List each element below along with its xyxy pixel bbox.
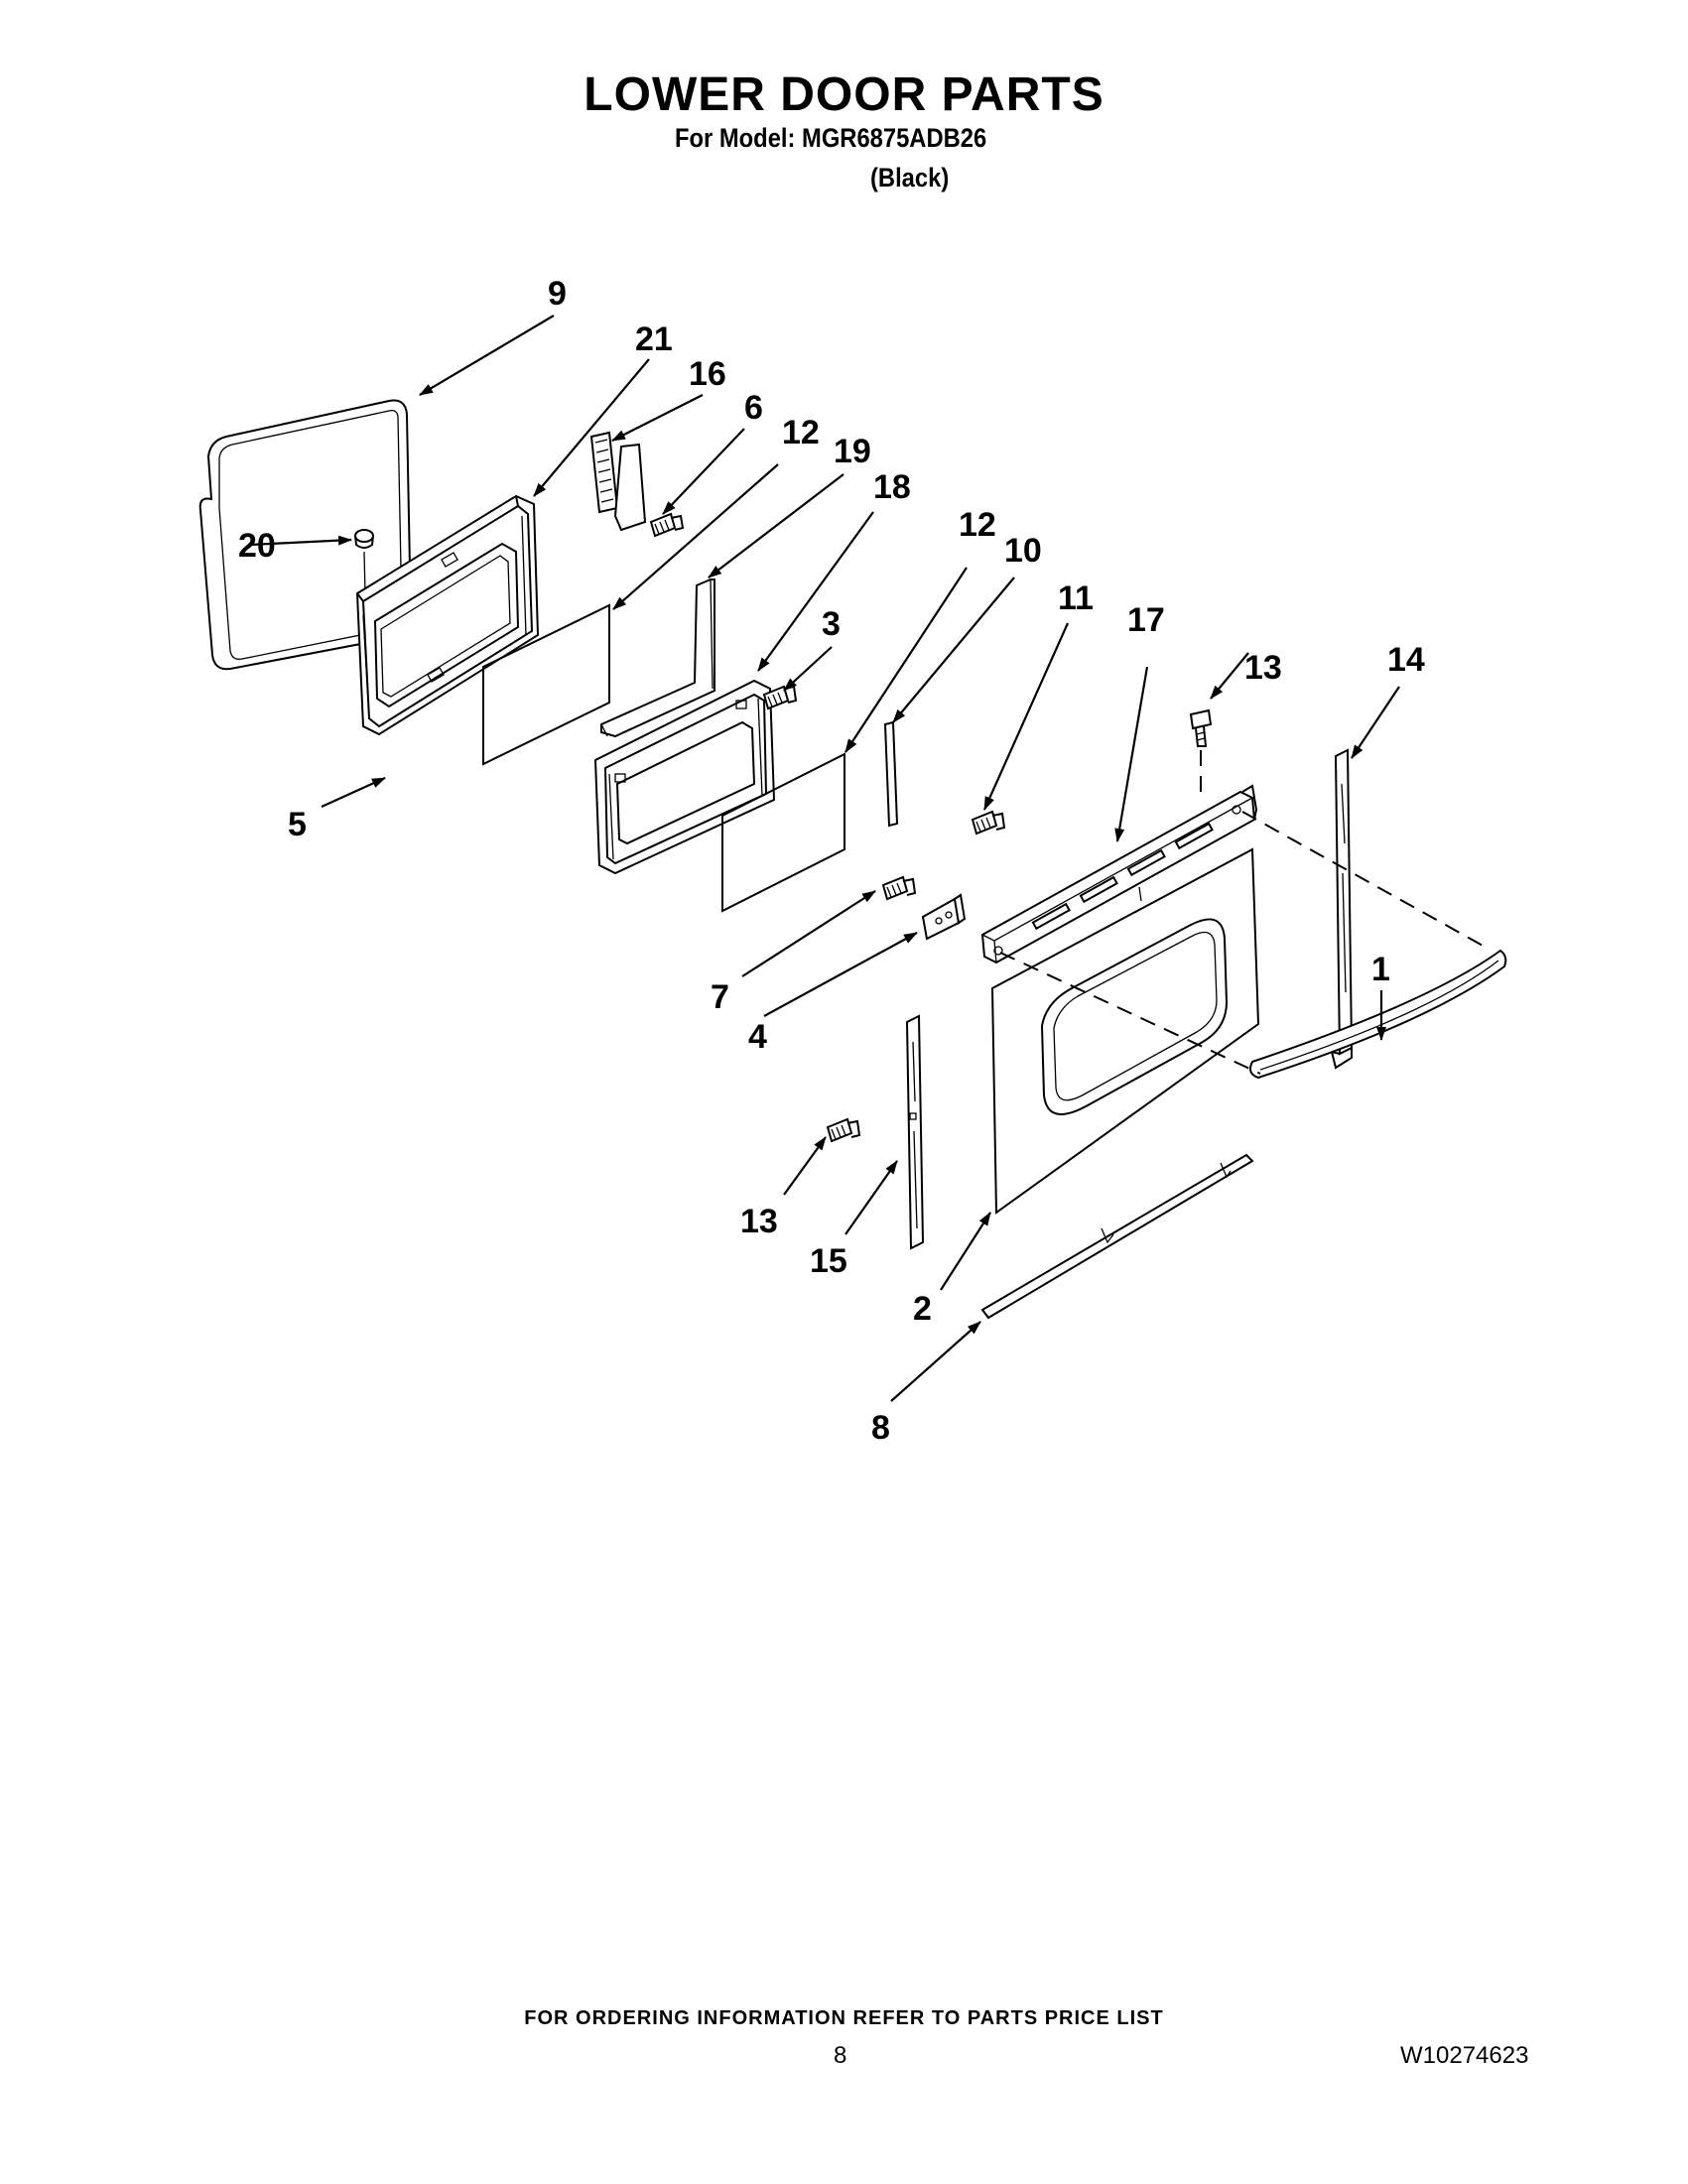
part-13-screw-upper — [1189, 708, 1213, 747]
callout-17: 17 — [1127, 601, 1165, 639]
part-17-top-trim-channel — [980, 784, 1258, 964]
part-2-outer-door-panel — [990, 847, 1260, 1215]
part-15-left-side-trim — [905, 1014, 925, 1250]
callout-11: 11 — [1058, 579, 1094, 617]
page-number: 8 — [834, 2042, 847, 2069]
callout-3: 3 — [822, 605, 841, 643]
part-21-inner-door-frame — [355, 494, 540, 736]
callout-12-upper: 12 — [782, 414, 820, 451]
ordering-note: FOR ORDERING INFORMATION REFER TO PARTS … — [524, 2007, 1164, 2029]
part-12-glass-panel-upper — [482, 603, 610, 766]
callout-2: 2 — [913, 1290, 932, 1328]
callout-6: 6 — [744, 389, 763, 427]
callout-21: 21 — [635, 321, 673, 358]
part-4-bracket — [921, 893, 967, 941]
part-14-right-side-trim — [1330, 748, 1354, 1070]
callout-14: 14 — [1387, 641, 1425, 679]
part-8-bottom-trim-strip — [980, 1153, 1254, 1320]
callout-13-lower: 13 — [740, 1203, 778, 1240]
part-12-glass-panel-lower — [721, 752, 845, 913]
callout-18: 18 — [873, 468, 911, 506]
alignment-dash-lower — [999, 952, 1261, 1075]
callout-19: 19 — [834, 433, 871, 470]
callout-10: 10 — [1004, 532, 1042, 570]
callout-8: 8 — [871, 1409, 890, 1447]
part-13-screw-lower — [826, 1117, 861, 1143]
part-19-insulation-channel — [600, 578, 715, 738]
alignment-dash-upper — [1241, 811, 1486, 948]
model-line: For Model: MGR6875ADB26 — [675, 123, 987, 153]
callout-16: 16 — [689, 355, 726, 393]
part-3-screw — [762, 685, 798, 710]
callout-4: 4 — [748, 1018, 767, 1056]
color-line: (Black) — [870, 163, 950, 193]
callout-1: 1 — [1371, 951, 1390, 988]
document-number: W10274623 — [1400, 2042, 1529, 2069]
part-11-screw — [971, 810, 1006, 835]
part-10-strip — [883, 720, 899, 828]
part-20-plug — [354, 529, 374, 596]
callout-20: 20 — [238, 527, 276, 565]
callout-12-lower: 12 — [959, 506, 996, 544]
part-7-screw — [881, 875, 917, 901]
part-1-door-handle — [1249, 949, 1507, 1080]
page-title: LOWER DOOR PARTS — [584, 68, 1104, 121]
callout-7: 7 — [711, 978, 729, 1016]
part-16-hinge — [589, 431, 647, 532]
callout-5: 5 — [288, 806, 307, 843]
part-6-screw — [649, 512, 685, 538]
callout-13-upper: 13 — [1244, 649, 1282, 687]
callout-15: 15 — [810, 1242, 847, 1280]
part-18-inner-glass-frame — [593, 679, 776, 875]
callout-9: 9 — [548, 275, 567, 313]
